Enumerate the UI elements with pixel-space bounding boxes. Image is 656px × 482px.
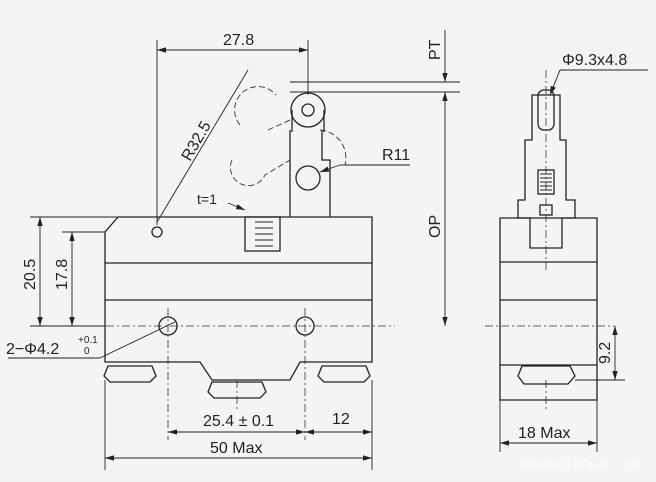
- dim-side-height: 9.2: [597, 342, 614, 364]
- front-view-body: [90, 216, 395, 440]
- lever-pivot: [295, 165, 321, 191]
- dim-hole-tol-lower: 0: [84, 346, 90, 357]
- terminal-right: [317, 365, 371, 383]
- watermark: douqudiancan.com: [518, 457, 643, 472]
- dimension-lines: [8, 30, 648, 470]
- dim-lever-radius: R32.5: [179, 118, 215, 164]
- roller-lever-actuator: [151, 69, 347, 252]
- dim-length-max: 50 Max: [210, 440, 262, 457]
- dim-pt: PT: [427, 39, 444, 60]
- dim-hole-spacing: 25.4 ± 0.1: [203, 413, 274, 430]
- dim-op: OP: [427, 215, 444, 238]
- dim-hole-spec: 2−Φ4.2: [6, 341, 59, 358]
- roller: [290, 92, 326, 128]
- dim-hole-offset: 12: [332, 411, 350, 428]
- dim-thickness: t=1: [197, 191, 217, 207]
- dim-height-hole: 17.8: [54, 259, 71, 290]
- dim-height-total: 20.5: [22, 259, 39, 290]
- side-view: [485, 70, 615, 410]
- dim-hole-tol-upper: +0.1: [78, 335, 98, 346]
- dim-roller-size: Φ9.3x4.8: [562, 52, 627, 69]
- terminal-center: [207, 381, 267, 399]
- dim-roller-radius: R11: [382, 147, 410, 164]
- terminal-left: [103, 365, 157, 383]
- dim-top-width: 27.8: [223, 32, 254, 49]
- dim-width-max: 18 Max: [518, 425, 570, 442]
